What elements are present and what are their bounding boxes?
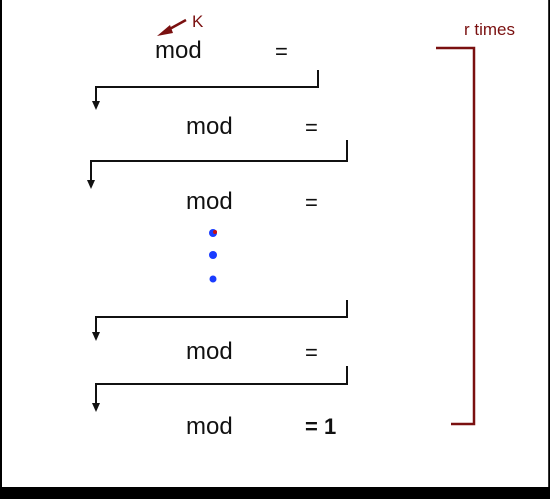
arrowhead-2 (87, 180, 95, 189)
ellipsis-dot-1-red (213, 230, 217, 234)
step-5-mod: mod (186, 413, 233, 440)
ellipsis-dot-2 (209, 251, 217, 259)
step-2-mod: mod (186, 113, 233, 140)
return-arrow-4 (95, 366, 348, 406)
repeat-bracket (436, 46, 476, 426)
arrowhead-1 (92, 101, 100, 110)
return-arrow-2 (90, 140, 348, 183)
step-4-equals: = (305, 340, 318, 365)
step-3-equals: = (305, 190, 318, 215)
step-1-mod: mod (155, 37, 202, 64)
k-arrowhead (157, 25, 173, 36)
repeat-label: r times (464, 20, 515, 39)
step-2-equals: = (305, 115, 318, 140)
arrowhead-3 (92, 332, 100, 341)
k-label: K (192, 12, 204, 31)
step-3-mod: mod (186, 188, 233, 215)
step-5-equals-one: = 1 (305, 414, 337, 439)
step-4-mod: mod (186, 338, 233, 365)
return-arrow-1 (95, 70, 319, 104)
ellipsis-dot-3 (209, 275, 217, 283)
diagram-panel (2, 0, 549, 487)
arrowhead-4 (92, 403, 100, 412)
step-1-equals: = (275, 39, 288, 64)
return-arrow-3 (95, 300, 348, 335)
